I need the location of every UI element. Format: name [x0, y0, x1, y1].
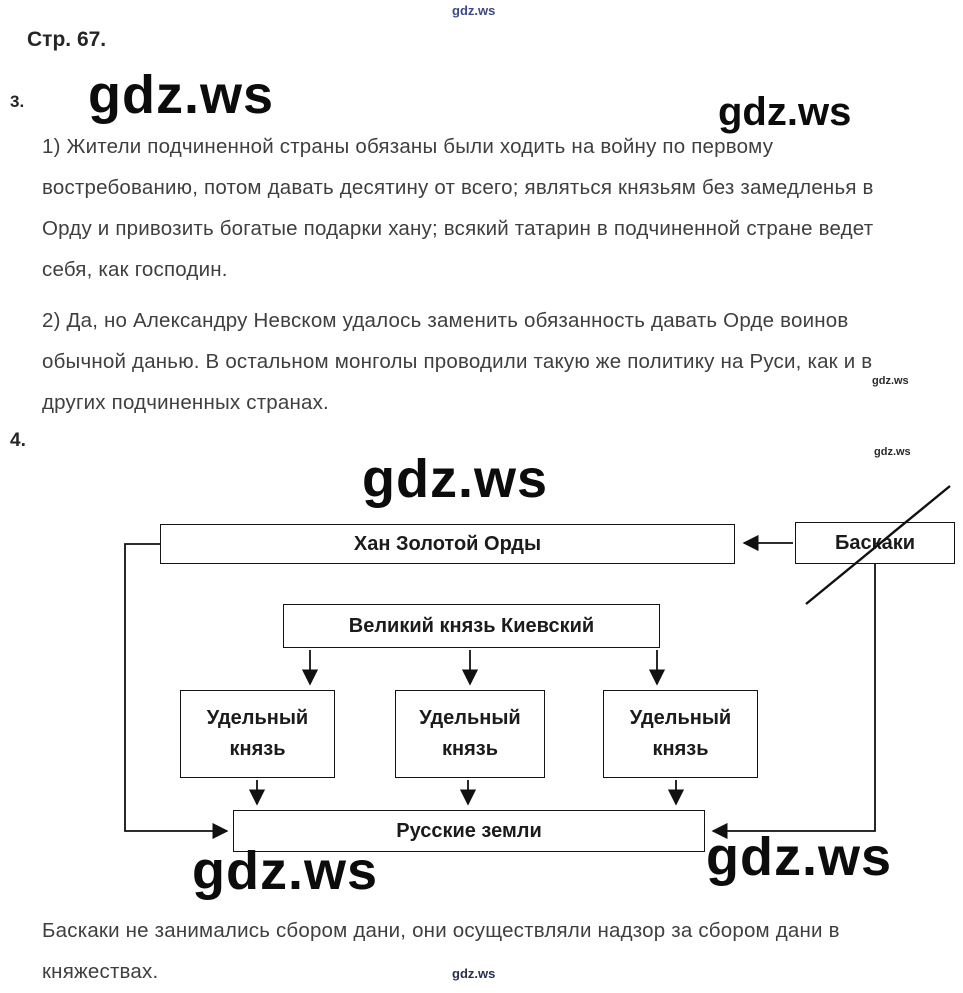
russian-lands-box-label: Русские земли	[396, 819, 542, 842]
answer-paragraph-1: 1) Жители подчиненной страны обязаны был…	[42, 135, 874, 281]
section-4-number: 4.	[10, 430, 26, 451]
baskaki-box-label: Баскаки	[834, 531, 916, 554]
russian-lands-box: Русские земли	[233, 810, 705, 852]
khan-box: Хан Золотой Орды	[160, 524, 735, 564]
diagram-caption: Баскаки не занимались сбором дани, они о…	[42, 919, 840, 983]
arrow-khan-to-lands-left-route	[124, 543, 229, 840]
baskaki-box: Баскаки	[795, 522, 955, 564]
appanage-prince-label: Удельный князь	[419, 707, 521, 760]
section-3-number: 3.	[10, 92, 25, 111]
watermark-large-center: gdz.ws	[362, 449, 549, 509]
appanage-prince-box-1: Удельный князь	[180, 690, 335, 778]
appanage-prince-label: Удельный князь	[206, 707, 309, 760]
watermark-small-2: gdz.ws	[874, 446, 911, 458]
appanage-prince-box-2: Удельный князь	[395, 690, 545, 778]
watermark-medium-top-right: gdz.ws	[718, 90, 852, 134]
watermark-large-top-left: gdz.ws	[88, 65, 275, 125]
grand-prince-box-label: Великий князь Киевский	[348, 614, 595, 637]
watermark-top: gdz.ws	[452, 3, 496, 18]
khan-box-label: Хан Золотой Орды	[353, 532, 542, 555]
grand-prince-box: Великий князь Киевский	[283, 604, 660, 648]
watermark-large-bottom-right: gdz.ws	[706, 827, 893, 887]
watermark-bottom: gdz.ws	[452, 966, 496, 981]
watermark-small-1: gdz.ws	[872, 375, 909, 387]
answer-paragraph-2: 2) Да, но Александру Невском удалось зам…	[42, 309, 873, 414]
page-title: Стр. 67.	[27, 28, 107, 51]
appanage-prince-box-3: Удельный князь	[603, 690, 758, 778]
watermark-large-bottom-left: gdz.ws	[192, 841, 379, 901]
appanage-prince-label: Удельный князь	[629, 707, 732, 760]
